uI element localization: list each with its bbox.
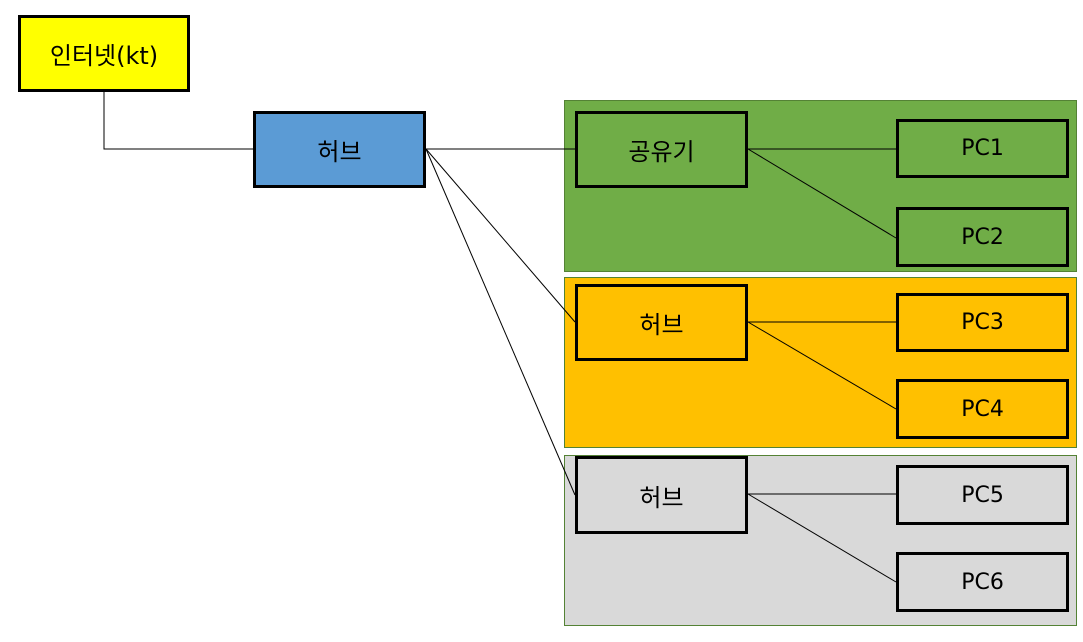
wire-hub-hub2: [425, 148, 576, 323]
internet-node: 인터넷(kt): [18, 15, 190, 92]
wire-hub-hub3: [425, 148, 576, 496]
pc5-node: PC5: [896, 465, 1069, 525]
wire-internet-hub: [103, 92, 253, 150]
hub3-node: 허브: [575, 456, 748, 534]
pc6-node: PC6: [896, 552, 1069, 612]
pc2-node: PC2: [896, 207, 1069, 267]
pc4-node: PC4: [896, 379, 1069, 439]
router-node: 공유기: [575, 111, 748, 188]
pc3-node: PC3: [896, 293, 1069, 352]
main-hub-node: 허브: [253, 111, 426, 188]
hub2-node: 허브: [575, 284, 748, 361]
pc1-node: PC1: [896, 119, 1069, 178]
